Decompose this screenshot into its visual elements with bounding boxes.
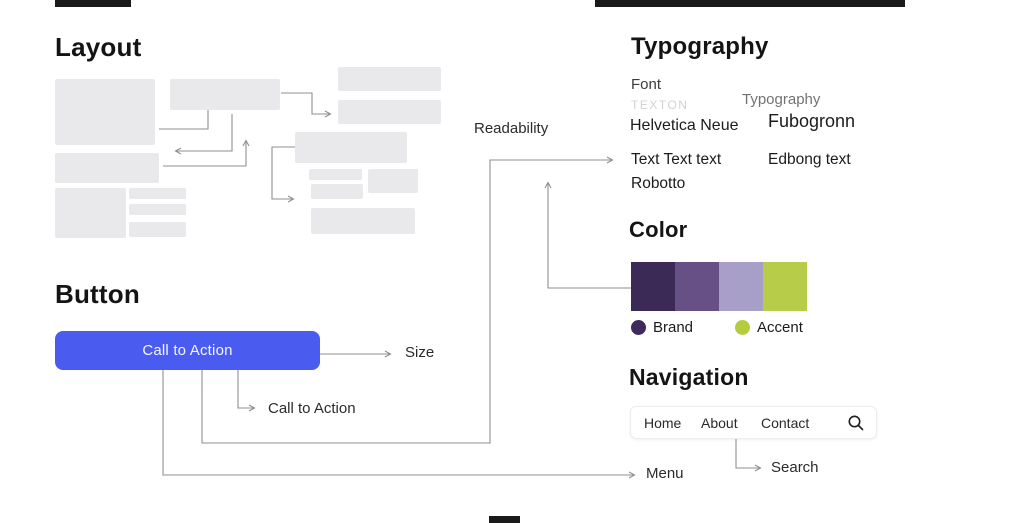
fubogronn-sample: Fubogronn — [768, 111, 856, 131]
wireframe-box-right-second — [338, 100, 441, 124]
helvetica-neue-sample: Helvetica Neue — [630, 117, 739, 134]
wireframe-box-small — [368, 169, 418, 193]
layout-arrow-header-to-right — [281, 92, 332, 118]
wireframe-bar-4 — [309, 169, 362, 180]
wireframe-bar-3 — [129, 222, 186, 237]
color-swatch-brand-dark — [631, 262, 675, 311]
menu-annotation: Menu — [646, 465, 684, 482]
text-text-sample: Text Text text — [631, 151, 722, 168]
wireframe-bar-1 — [129, 188, 186, 199]
color-swatch-brand-mid — [675, 262, 719, 311]
button-section-title: Button — [55, 279, 140, 309]
readability-arrow — [201, 156, 614, 444]
wireframe-box-footer — [311, 208, 415, 234]
color-swatch-brand-light — [719, 262, 763, 311]
layout-line-header-to-hero — [159, 110, 209, 130]
wireframe-box-thumbnail — [55, 188, 126, 238]
brand-legend-dot — [631, 320, 646, 335]
typography-section-title: Typography — [631, 33, 769, 60]
layout-section-title: Layout — [55, 32, 142, 62]
search-annotation: Search — [771, 459, 819, 476]
layout-arrow-left — [174, 114, 233, 155]
color-section-title: Color — [629, 217, 688, 242]
font-label-sample: Font — [631, 76, 662, 93]
search-arrow — [735, 439, 762, 472]
accent-legend-dot — [735, 320, 750, 335]
wireframe-box-hero — [55, 79, 155, 145]
search-icon[interactable] — [847, 414, 865, 432]
texton-sample: TEXTON — [631, 98, 689, 112]
top-left-artifact-bar — [55, 0, 131, 7]
navigation-bar: Home About Contact — [630, 406, 877, 439]
layout-arrow-up — [163, 139, 250, 167]
wireframe-box-header — [170, 79, 280, 110]
nav-item-contact[interactable]: Contact — [761, 415, 810, 431]
wireframe-box-card — [295, 132, 407, 163]
color-palette-arrow — [544, 181, 631, 289]
robotto-sample: Robotto — [631, 175, 686, 192]
size-annotation: Size — [405, 344, 435, 361]
bottom-artifact-bar — [489, 516, 520, 523]
call-to-action-button[interactable]: Call to Action — [55, 331, 320, 370]
nav-item-about[interactable]: About — [701, 415, 738, 431]
layout-arrow-card-to-bars — [271, 146, 295, 203]
menu-arrow — [162, 370, 636, 479]
brand-legend-label: Brand — [653, 319, 694, 336]
wireframe-box-right-top — [338, 67, 441, 91]
readability-annotation: Readability — [474, 120, 549, 137]
cta-annotation: Call to Action — [268, 400, 356, 417]
nav-item-home[interactable]: Home — [644, 415, 682, 431]
top-center-artifact-bar — [595, 0, 905, 7]
wireframe-box-banner — [55, 153, 159, 183]
edbong-sample: Edbong text — [768, 151, 851, 168]
wireframe-bar-2 — [129, 204, 186, 215]
cta-arrow — [237, 370, 256, 412]
accent-legend-label: Accent — [757, 319, 803, 336]
color-swatch-accent — [763, 262, 807, 311]
call-to-action-label: Call to Action — [142, 342, 233, 359]
typography-word-sample: Typography — [742, 91, 821, 108]
wireframe-bar-5 — [311, 184, 363, 199]
navigation-section-title: Navigation — [629, 364, 749, 390]
